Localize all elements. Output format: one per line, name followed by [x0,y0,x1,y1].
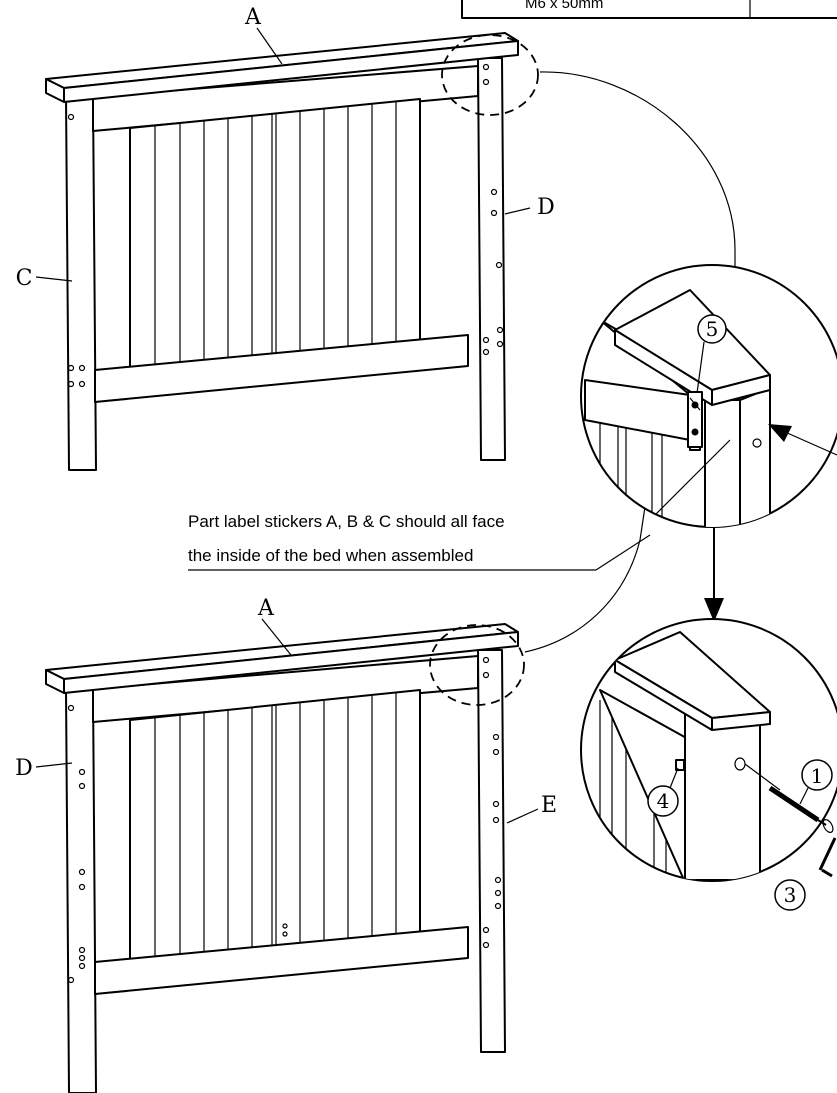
bottom-slat-panel [129,689,421,961]
top-top-rail [45,32,519,103]
bottom-label-a: A [257,596,275,621]
top-label-d: D [537,195,555,220]
top-headboard [35,27,539,471]
top-label-c: C [16,266,33,291]
hardware-table-spec: M6 x 50mm [525,0,603,12]
bottom-bottom-rail [94,926,469,995]
lower-detail-view [580,618,837,882]
upper-callout-5: 5 [706,317,719,341]
top-bottom-rail [94,334,469,403]
lower-callout-4: 4 [657,789,670,813]
bottom-label-e: E [541,793,557,818]
lower-callout-1: 1 [811,764,824,788]
bottom-upper-rail [92,655,479,723]
bottom-label-d: D [15,756,33,781]
bottom-left-post [65,688,97,1093]
bottom-headboard [35,618,539,1093]
top-upper-rail [92,65,479,132]
bottom-top-rail [45,623,519,694]
bottom-right-post [477,649,506,1053]
top-right-post [477,57,506,461]
top-left-post [65,96,97,471]
hardware-table: M6 x 50mm [461,0,837,19]
top-label-a: A [244,5,262,30]
top-slat-panel [129,98,421,369]
upper-detail-view [580,264,837,528]
assembly-note-line1: Part label stickers A, B & C should all … [188,512,505,531]
lower-callout-3: 3 [784,883,797,907]
assembly-note-line2: the inside of the bed when assembled [188,546,473,565]
